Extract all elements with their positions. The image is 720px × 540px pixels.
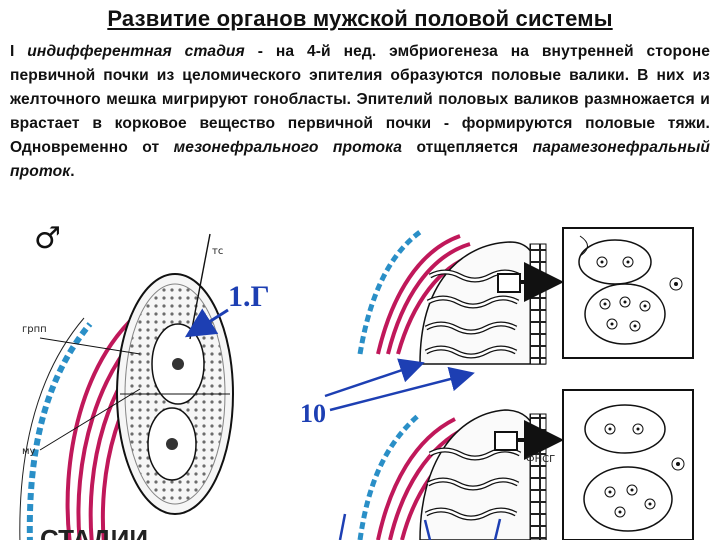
annotation-10-arrow-1 xyxy=(324,358,425,398)
blue-duct-left xyxy=(26,322,93,540)
paragraph-end: . xyxy=(70,163,75,180)
page-title: Развитие органов мужской половой системы xyxy=(107,6,613,31)
left-gonad xyxy=(116,233,234,515)
mesonephric-duct-term: мезонефрального протока xyxy=(173,139,403,156)
stage-number: I xyxy=(10,43,15,60)
label-bottom-partial: СТАДИИ xyxy=(40,524,148,540)
male-symbol: ♂ xyxy=(34,221,61,256)
lower-inset-box xyxy=(562,389,694,540)
annotation-1g: 1.Г xyxy=(228,280,270,313)
paragraph-text-1: - на 4-й нед. эмбриогенеза на внутренней… xyxy=(10,43,710,156)
annotation-1g-arrow xyxy=(184,308,229,338)
stage-name: индифферентная стадия xyxy=(27,43,245,60)
annotation-10-arrow-2 xyxy=(329,366,475,412)
description-paragraph: I индифферентная стадия - на 4-й нед. эм… xyxy=(10,40,710,184)
label-grpp: грпп xyxy=(22,324,47,335)
upper-gonad-section xyxy=(419,241,564,365)
upper-inset-box xyxy=(562,227,694,359)
label-fnsg: ФНСГ xyxy=(526,454,555,465)
lower-gonad-section xyxy=(419,409,564,540)
embryology-figure: ♂ тс грпп му 1.Г xyxy=(19,221,694,540)
label-tc: тс xyxy=(212,246,223,257)
annotation-10: 10 xyxy=(300,399,326,428)
label-mu: му xyxy=(22,446,36,457)
paragraph-text-2: отщепляется xyxy=(402,139,533,156)
paramesonephric-duct-term: парамезонефральный проток xyxy=(10,139,710,180)
